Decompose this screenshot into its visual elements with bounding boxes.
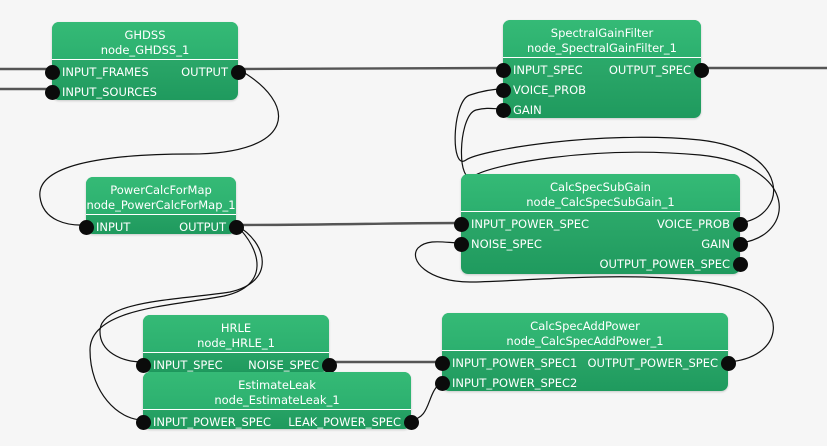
node-instance-label: node_CalcSpecAddPower_1 <box>506 334 664 348</box>
output-port-label[interactable]: LEAK_POWER_SPEC <box>288 415 401 429</box>
input-port-dot[interactable] <box>44 84 60 100</box>
input-port-label[interactable]: INPUT_POWER_SPEC2 <box>452 376 578 390</box>
node-body-estimateleak: INPUT_POWER_SPEC LEAK_POWER_SPEC <box>135 410 419 438</box>
node-instance-label: node_CalcSpecSubGain_1 <box>526 195 675 209</box>
port-row: INPUT_POWER_SPEC LEAK_POWER_SPEC <box>135 412 419 432</box>
port-row: INPUT_SPEC OUTPUT_SPEC <box>495 60 709 80</box>
output-port-label[interactable]: GAIN <box>701 237 730 251</box>
output-port-dot[interactable] <box>228 219 244 235</box>
input-port-dot[interactable] <box>453 236 469 252</box>
node-instance-label: node_EstimateLeak_1 <box>214 393 340 407</box>
input-port-label[interactable]: INPUT_FRAMES <box>62 65 149 79</box>
input-port-label[interactable]: INPUT_SOURCES <box>62 85 157 99</box>
input-port-label[interactable]: VOICE_PROB <box>513 83 587 97</box>
port-row: OUTPUT_POWER_SPEC <box>461 254 748 274</box>
wire[interactable] <box>235 221 462 227</box>
port-row: NOISE_SPEC GAIN <box>453 234 748 254</box>
input-port-dot[interactable] <box>453 216 469 232</box>
input-port-label[interactable]: NOISE_SPEC <box>471 237 542 251</box>
port-row: INPUT_FRAMES OUTPUT <box>44 62 246 82</box>
node-type-label: CalcSpecAddPower <box>530 319 640 333</box>
node-instance-label: node_PowerCalcForMap_1 <box>86 198 236 212</box>
output-port-label[interactable]: VOICE_PROB <box>656 217 730 231</box>
output-port-label[interactable]: OUTPUT <box>179 220 226 234</box>
port-row: INPUT_SOURCES <box>44 82 238 102</box>
output-port-dot[interactable] <box>403 414 419 430</box>
input-port-label[interactable]: INPUT_POWER_SPEC <box>153 415 272 429</box>
wire[interactable] <box>237 66 504 71</box>
output-port-dot[interactable] <box>720 355 736 371</box>
input-port-label[interactable]: INPUT_POWER_SPEC1 <box>452 356 578 370</box>
input-port-dot[interactable] <box>434 355 450 371</box>
input-port-label[interactable]: INPUT <box>96 220 131 234</box>
node-type-label: CalcSpecSubGain <box>550 180 651 194</box>
output-port-label[interactable]: OUTPUT_POWER_SPEC <box>587 356 718 370</box>
input-port-label[interactable]: GAIN <box>513 103 542 117</box>
output-port-dot[interactable] <box>230 64 246 80</box>
node-type-label: HRLE <box>220 321 252 335</box>
output-port-label[interactable]: OUTPUT_POWER_SPEC <box>599 257 730 271</box>
node-type-label: PowerCalcForMap <box>110 183 212 197</box>
input-port-label[interactable]: INPUT_SPEC <box>513 63 583 77</box>
input-port-label[interactable]: INPUT_POWER_SPEC <box>471 217 590 231</box>
input-port-dot[interactable] <box>135 414 151 430</box>
port-row: INPUT_POWER_SPEC1 OUTPUT_POWER_SPEC <box>434 353 736 373</box>
port-row: INPUT OUTPUT <box>78 217 244 237</box>
node-body-spectralgainfilter: INPUT_SPEC OUTPUT_SPEC VOICE_PROB GAIN <box>495 58 709 126</box>
input-port-dot[interactable] <box>44 64 60 80</box>
output-port-dot[interactable] <box>732 256 748 272</box>
output-port-dot[interactable] <box>321 357 337 373</box>
input-port-dot[interactable] <box>495 82 511 98</box>
node-type-label: GHDSS <box>124 28 166 42</box>
node-body-ghdss: INPUT_FRAMES OUTPUT INPUT_SOURCES <box>44 60 246 108</box>
port-row: GAIN <box>495 100 701 120</box>
node-body-powercalcformap: INPUT OUTPUT <box>78 215 244 243</box>
port-row: INPUT_POWER_SPEC2 <box>434 373 728 393</box>
output-port-label[interactable]: NOISE_SPEC <box>248 358 319 372</box>
input-port-dot[interactable] <box>495 62 511 78</box>
node-instance-label: node_GHDSS_1 <box>100 43 190 57</box>
node-type-label: SpectralGainFilter <box>550 26 654 40</box>
output-port-dot[interactable] <box>693 62 709 78</box>
output-port-dot[interactable] <box>732 216 748 232</box>
input-port-dot[interactable] <box>495 102 511 118</box>
port-row: INPUT_POWER_SPEC VOICE_PROB <box>453 214 748 234</box>
node-instance-label: node_HRLE_1 <box>197 336 275 350</box>
node-type-label: EstimateLeak <box>238 378 316 392</box>
output-port-label[interactable]: OUTPUT_SPEC <box>608 63 691 77</box>
input-port-dot[interactable] <box>434 375 450 391</box>
output-port-label[interactable]: OUTPUT <box>181 65 228 79</box>
port-row: VOICE_PROB <box>495 80 701 100</box>
input-port-dot[interactable] <box>78 219 94 235</box>
output-port-dot[interactable] <box>732 236 748 252</box>
node-instance-label: node_SpectralGainFilter_1 <box>527 41 677 55</box>
node-body-calcspecsubgain: INPUT_POWER_SPEC VOICE_PROB NOISE_SPEC GAIN… <box>453 212 748 280</box>
input-port-dot[interactable] <box>135 357 151 373</box>
